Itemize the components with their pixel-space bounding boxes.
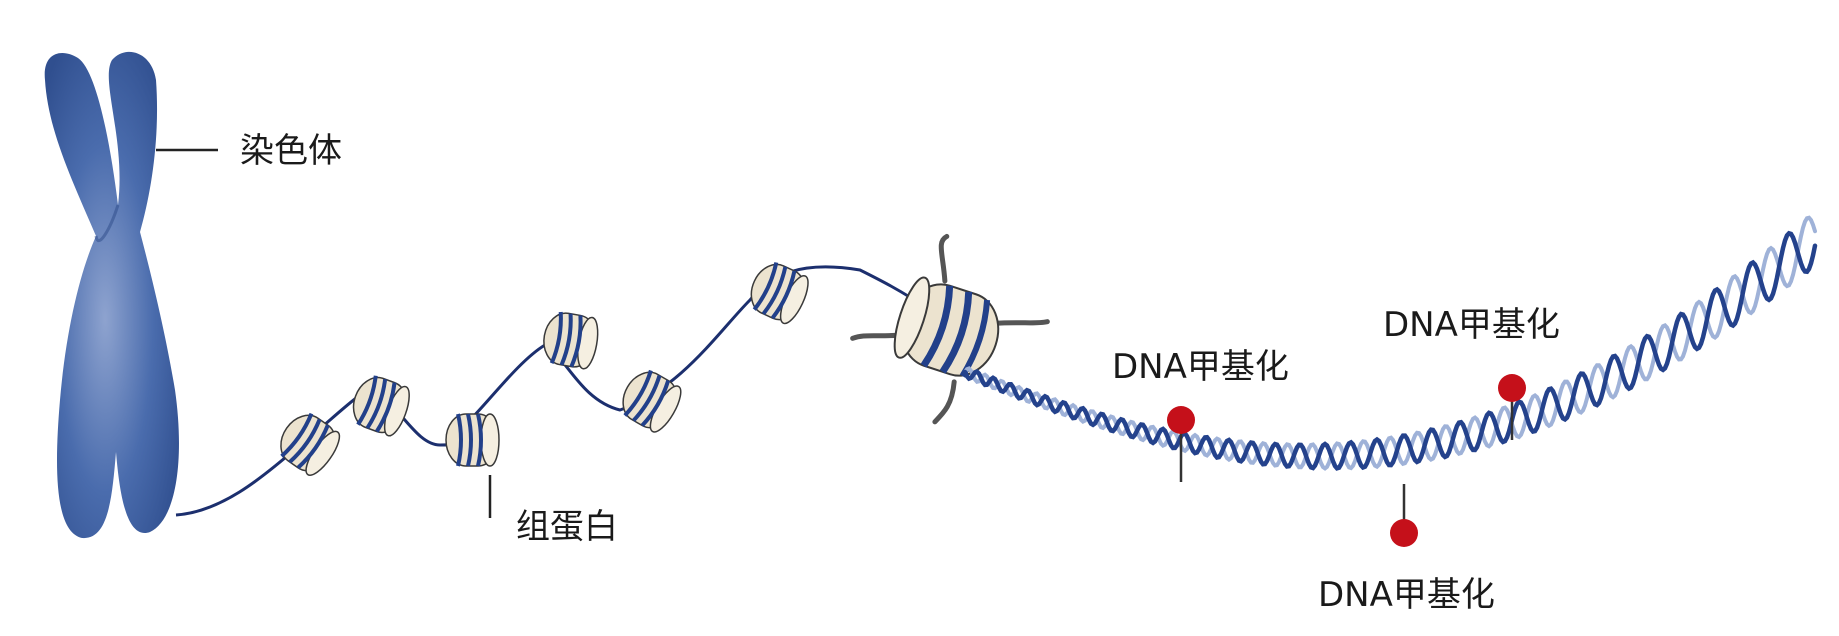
chromosome <box>44 51 301 539</box>
methylation-marker-3 <box>1390 484 1418 547</box>
methylation-marker-2 <box>1498 374 1526 440</box>
histone-label: 组蛋白 <box>516 507 618 547</box>
methylation-label-3: DNA甲基化 <box>1318 575 1495 615</box>
nucleosome <box>445 413 500 467</box>
nucleosome <box>543 311 599 370</box>
methylation-label-1: DNA甲基化 <box>1112 347 1289 387</box>
nucleosome <box>750 262 809 325</box>
nucleosome <box>280 412 341 476</box>
nucleosome <box>622 369 682 433</box>
methylation-label-2: DNA甲基化 <box>1383 305 1560 345</box>
methylation-marker-1 <box>1167 406 1195 482</box>
dna-double-helix <box>962 215 1818 471</box>
chromosome-label: 染色体 <box>240 131 342 171</box>
nucleosome <box>352 375 410 437</box>
nucleosomes <box>280 262 809 476</box>
dna-strand-dark <box>962 230 1818 471</box>
large-nucleosome <box>850 233 1050 425</box>
